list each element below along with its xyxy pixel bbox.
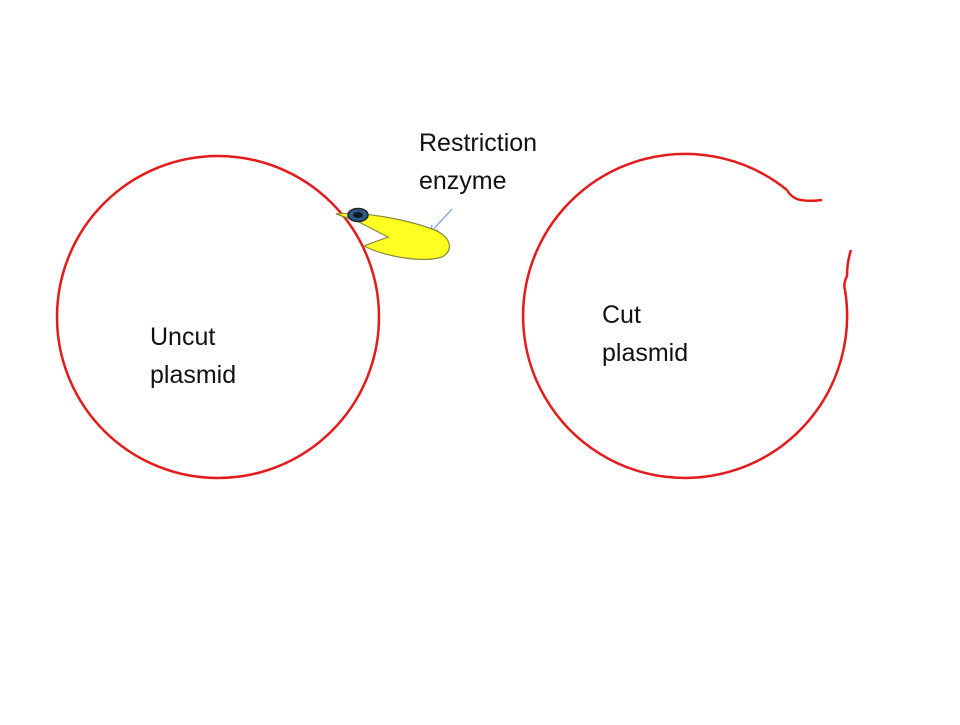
- uncut-plasmid-label: Uncut plasmid: [150, 318, 236, 394]
- pacman-enzyme-icon: [335, 207, 450, 260]
- uncut-label-line-1: Uncut: [150, 323, 216, 351]
- cut-label-line-1: Cut: [602, 301, 641, 329]
- enzyme-pointer-arrow: [430, 208, 453, 233]
- enzyme-label-line-1: Restriction: [419, 129, 538, 157]
- uncut-plasmid-circle: [55, 154, 381, 480]
- cut-plasmid-end-lower: [843, 249, 853, 291]
- cut-plasmid-end-upper: [785, 189, 823, 203]
- cut-label-line-2: plasmid: [602, 339, 689, 367]
- restriction-enzyme-label: Restriction enzyme: [419, 124, 537, 200]
- cut-plasmid-arc: [521, 152, 849, 480]
- enzyme-label-line-2: enzyme: [419, 167, 507, 195]
- uncut-label-line-2: plasmid: [150, 361, 237, 389]
- cut-plasmid-label: Cut plasmid: [602, 296, 688, 372]
